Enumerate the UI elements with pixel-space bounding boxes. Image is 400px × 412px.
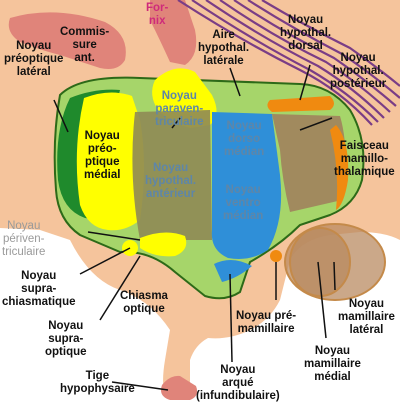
label-optic-chiasm: Chiasma optique — [120, 290, 168, 315]
label-dorsal-hypothalamic: Noyau hypothal. dorsal — [280, 14, 332, 52]
pointer-lines — [53, 64, 336, 391]
label-dorsomedial: Noyau dorso médian — [224, 120, 265, 158]
label-posterior-hypothalamic: Noyau hypothal. postérieur — [330, 52, 387, 90]
label-periventricular: Noyau périven- triculaire — [2, 220, 46, 258]
suprachiasmatic-nucleus — [140, 232, 187, 257]
label-ventromedial: Noyau ventro médian — [223, 184, 264, 222]
anterior-commissure — [8, 12, 126, 69]
label-lateral-preoptic: Noyau préoptique latéral — [4, 40, 64, 78]
label-arcuate: Noyau arqué (infundibulaire) — [196, 364, 280, 402]
ventromedial-nucleus — [211, 175, 282, 259]
fornix-fibers — [177, 0, 400, 126]
dorsomedial-nucleus — [212, 112, 280, 175]
label-anterior-commissure: Commis- sure ant. — [60, 26, 110, 64]
mammillothalamic-bundle — [330, 125, 349, 210]
label-mammillothalamic: Faisceau mamillo- thalamique — [334, 140, 395, 178]
premammillary-nucleus — [270, 250, 282, 262]
medial-preoptic-nucleus — [76, 92, 144, 231]
label-mammillary-medial: Noyau mamillaire médial — [304, 345, 361, 383]
anterior-hypothalamic-nucleus — [132, 110, 212, 240]
label-supraoptic: Noyau supra- optique — [45, 320, 87, 358]
label-medial-preoptic: Noyau préo- ptique médial — [84, 130, 121, 181]
label-suprachiasmatic: Noyau supra- chiasmatique — [2, 270, 76, 308]
label-premammillary: Noyau pré- mamillaire — [236, 310, 297, 335]
pituitary-stalk — [161, 375, 198, 400]
fornix-band — [150, 0, 197, 65]
posterior-hypothalamic-nucleus — [272, 114, 346, 212]
arcuate-nucleus — [214, 259, 252, 282]
label-fornix: For- nix — [146, 2, 169, 27]
label-lateral-hypothalamic-area: Aire hypothal. latérale — [198, 29, 250, 67]
label-anterior-hypothalamic: Noyau hypothal. antérieur — [145, 162, 197, 200]
label-paraventricular: Noyau paraven- triculaire — [155, 90, 204, 128]
dorsal-hypothalamic-nucleus — [267, 96, 334, 112]
label-pituitary-stalk: Tige hypophysaire — [60, 370, 135, 395]
label-mammillary-lateral: Noyau mamillaire latéral — [338, 298, 395, 336]
